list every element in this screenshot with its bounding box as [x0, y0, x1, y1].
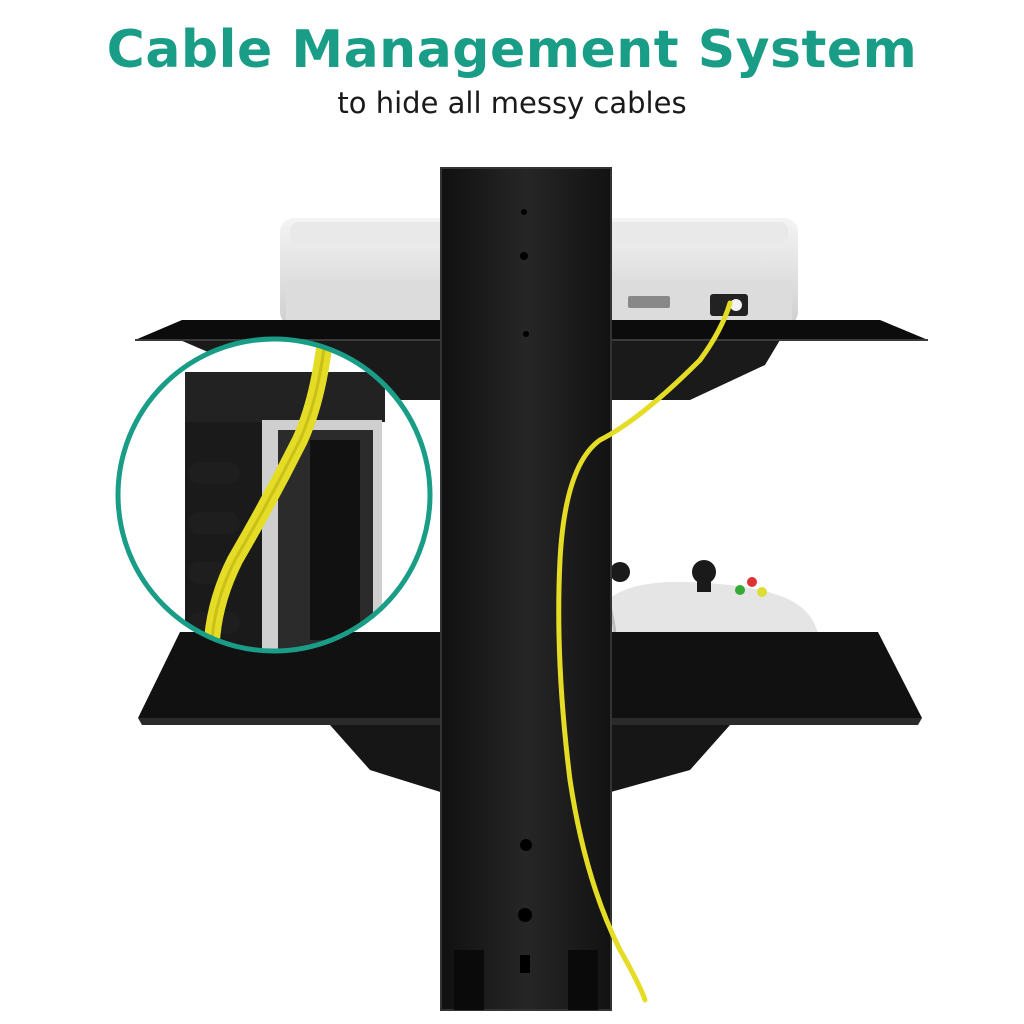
vertical-pole [440, 167, 612, 1011]
yellow-cable-icon [556, 300, 733, 1003]
page-subtitle: to hide all messy cables [337, 86, 687, 120]
magnifier-inset-icon [115, 336, 433, 654]
page-title: Cable Management System [106, 20, 918, 80]
